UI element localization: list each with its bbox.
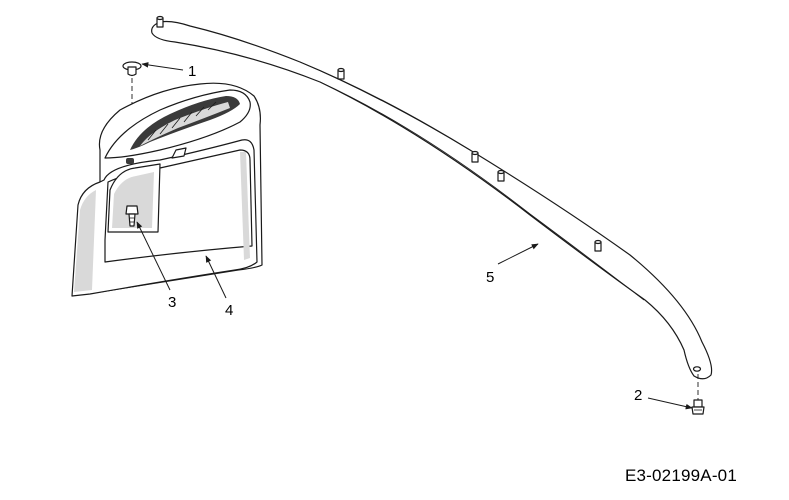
leader-3 xyxy=(136,221,171,291)
fastener-part-3 xyxy=(125,205,139,227)
callout-1: 1 xyxy=(188,63,196,80)
rail-peg xyxy=(594,239,602,252)
leader-1 xyxy=(141,62,184,71)
screw-part-2 xyxy=(691,399,705,415)
leader-5 xyxy=(497,243,539,265)
callout-5: 5 xyxy=(486,269,494,286)
rail-peg xyxy=(497,169,505,182)
reference-code: E3-02199A-01 xyxy=(624,466,737,485)
leader-2 xyxy=(647,397,693,410)
rail-end-hole xyxy=(692,366,702,372)
cover-part-4 xyxy=(71,82,263,297)
rivet-part-1 xyxy=(122,61,142,77)
callout-4: 4 xyxy=(225,302,233,319)
callout-2: 2 xyxy=(634,387,642,404)
leader-4 xyxy=(205,255,227,299)
rail-peg xyxy=(156,15,164,28)
rail-part-5 xyxy=(151,15,713,380)
rail-peg xyxy=(471,150,479,163)
rail-peg xyxy=(337,67,345,80)
callout-3: 3 xyxy=(168,294,176,311)
